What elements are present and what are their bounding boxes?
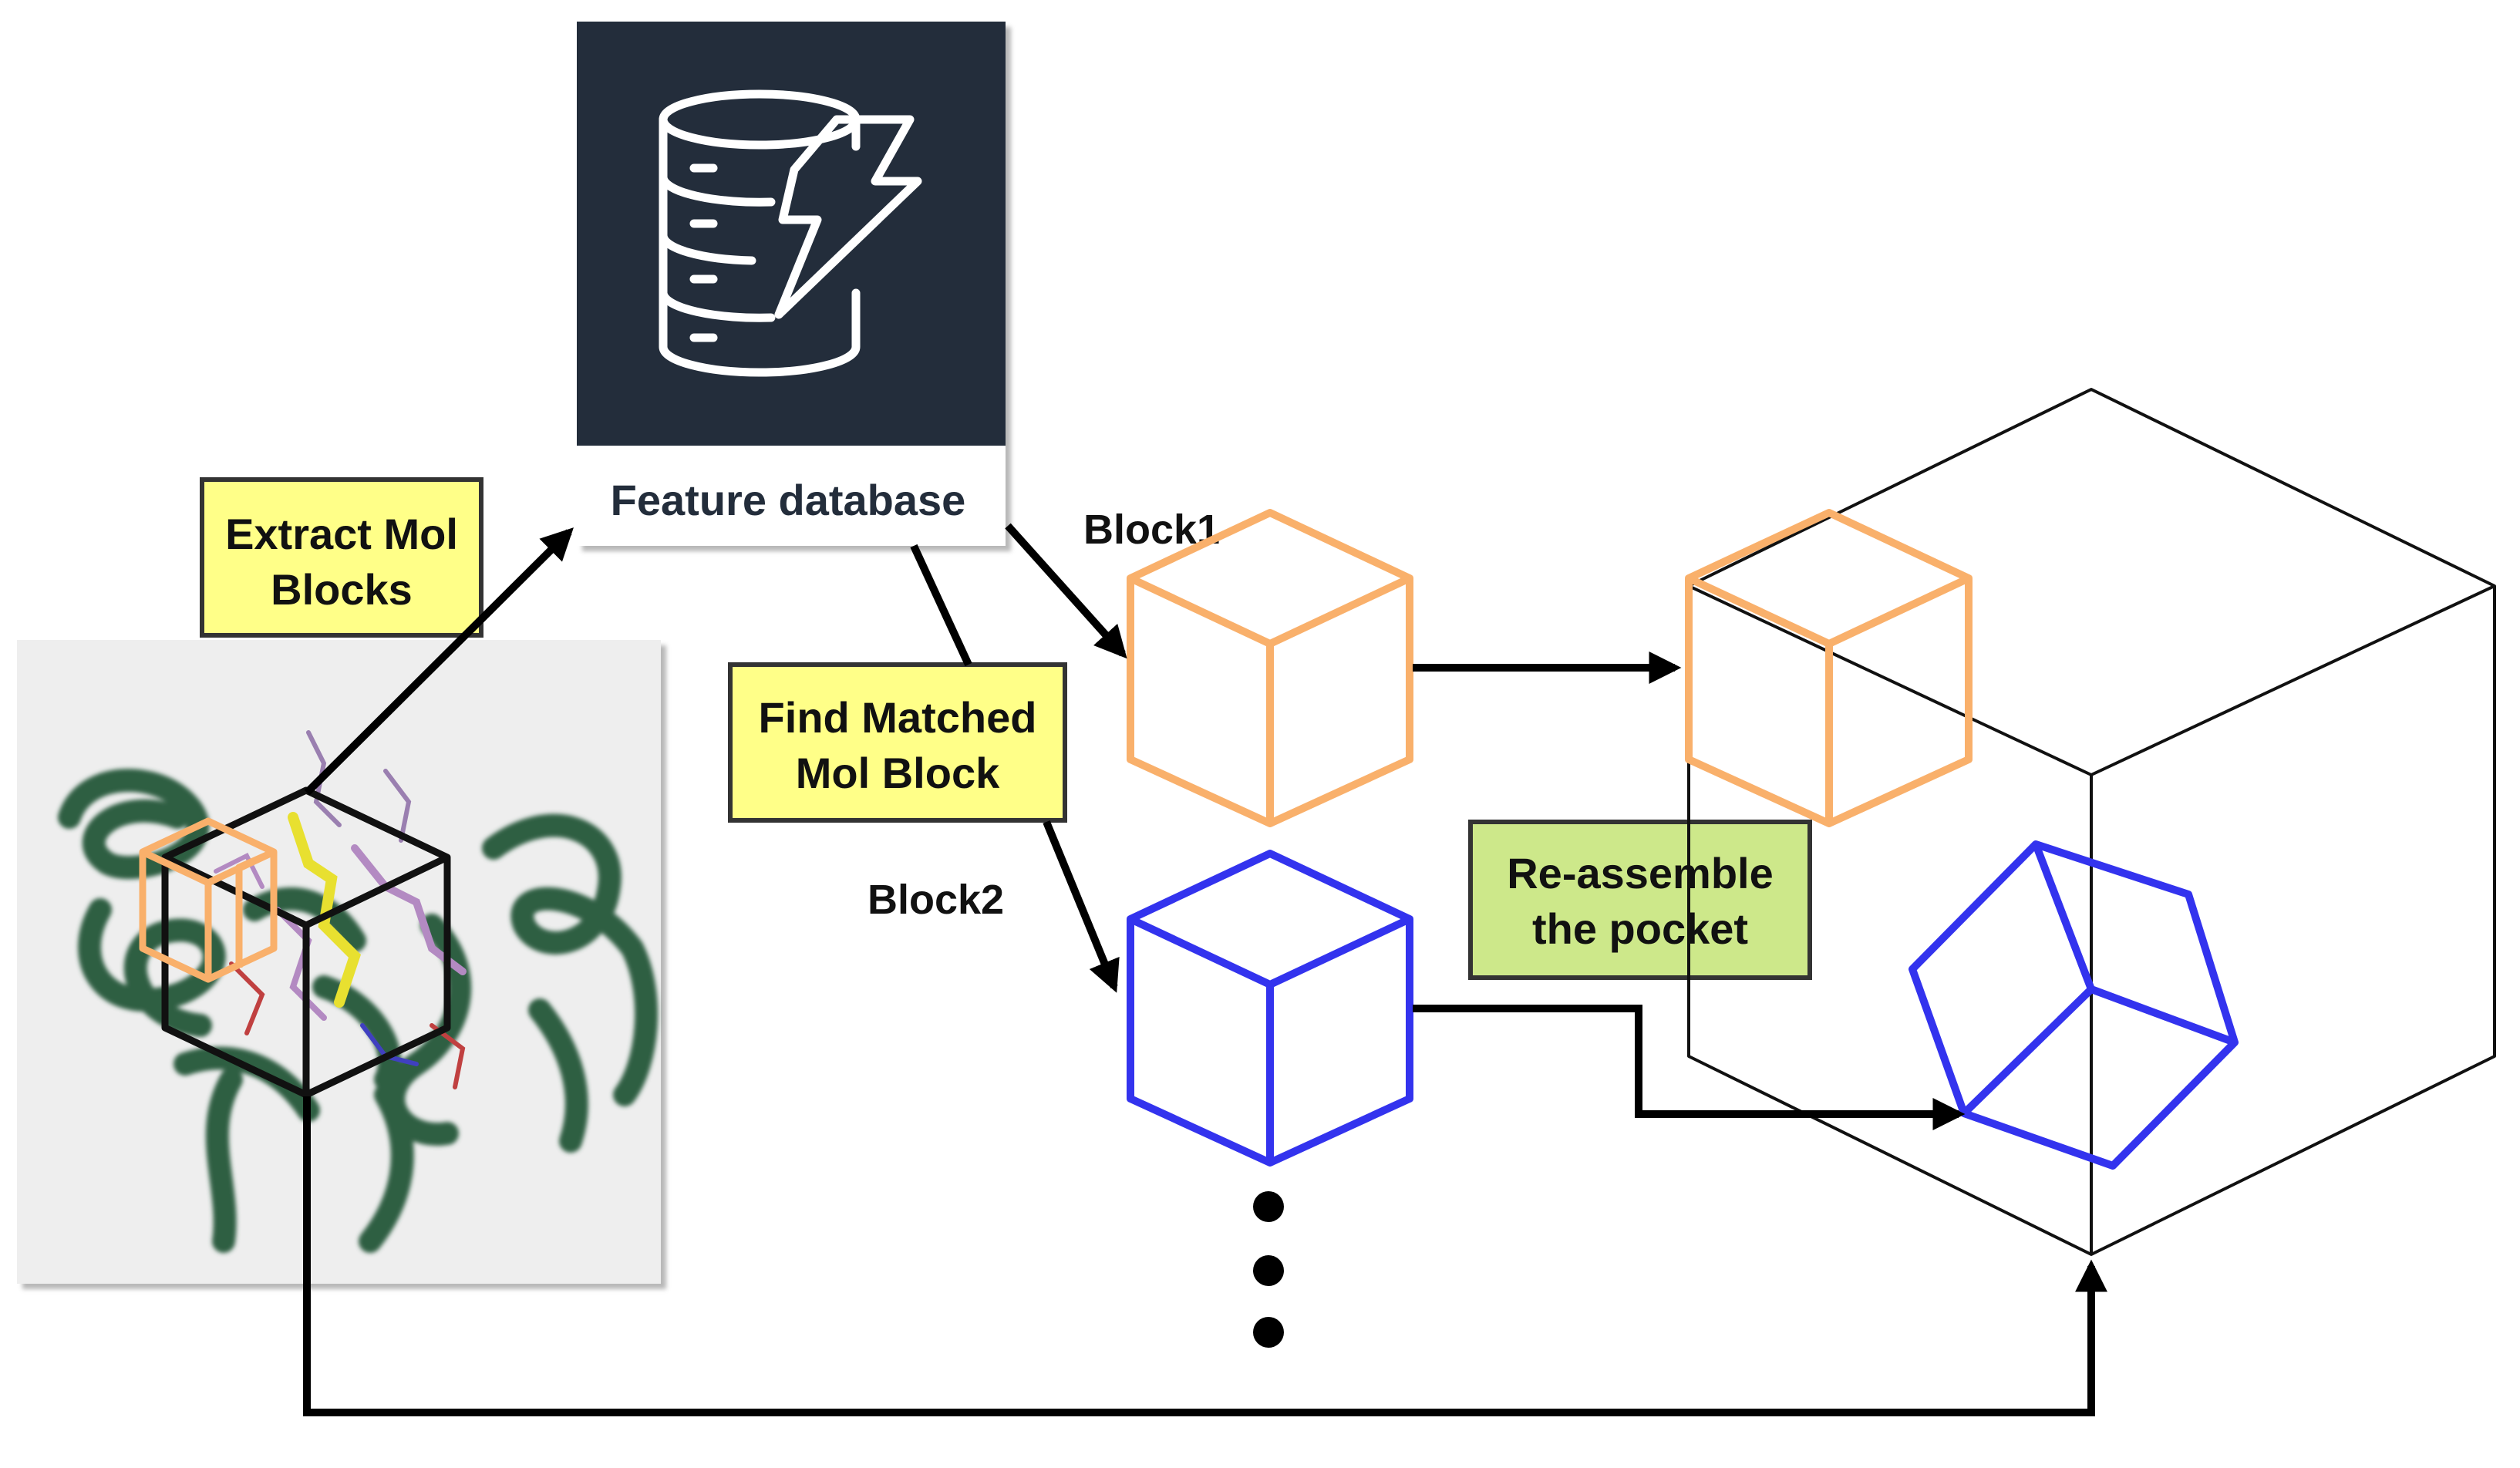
arrow-find-to-block2 (1043, 820, 1120, 993)
block1-cube-in-protein (139, 817, 278, 983)
flow-arrows (303, 523, 2107, 1416)
feature-database: Feature database (577, 22, 1006, 546)
block2-label: Block2 (868, 877, 1004, 923)
block2-cube (1127, 850, 1413, 1167)
arrow-database-to-block1 (1005, 523, 1127, 659)
reassemble-box (1468, 820, 1812, 980)
protein-structure-panel (17, 640, 661, 1284)
extract-mol-blocks-step: Extract Mol Blocks (200, 477, 483, 638)
extract-box (200, 477, 483, 638)
find-matched-mol-block-step: Find Matched Mol Block (728, 662, 1067, 823)
more-blocks-ellipsis (1253, 1191, 1284, 1348)
reassembled-block2-cube-rotated (1909, 840, 2239, 1170)
line-database-to-find (910, 544, 972, 667)
feature-database-tile (577, 22, 1006, 446)
arrow-protein-to-pocket (303, 1096, 2107, 1416)
find-line2: Mol Block (796, 749, 1000, 797)
database-lightning-icon (659, 89, 922, 377)
block1-cube (1127, 509, 1413, 827)
reassemble-line2: the pocket (1532, 904, 1748, 953)
reassemble-pocket-step: Re-assemble the pocket (1468, 820, 1812, 980)
extract-line1: Extract Mol (225, 510, 458, 558)
find-box (728, 662, 1067, 823)
arrow-block2-to-pocket (1413, 1005, 1966, 1130)
arrow-extract-to-database (304, 527, 574, 796)
find-line1: Find Matched (759, 693, 1037, 742)
extract-line2: Blocks (271, 565, 413, 614)
protein-panel-background (17, 640, 661, 1284)
reassemble-line1: Re-assemble (1507, 849, 1774, 897)
reassembled-block1-cube (1685, 509, 1973, 827)
feature-database-label: Feature database (611, 476, 966, 524)
